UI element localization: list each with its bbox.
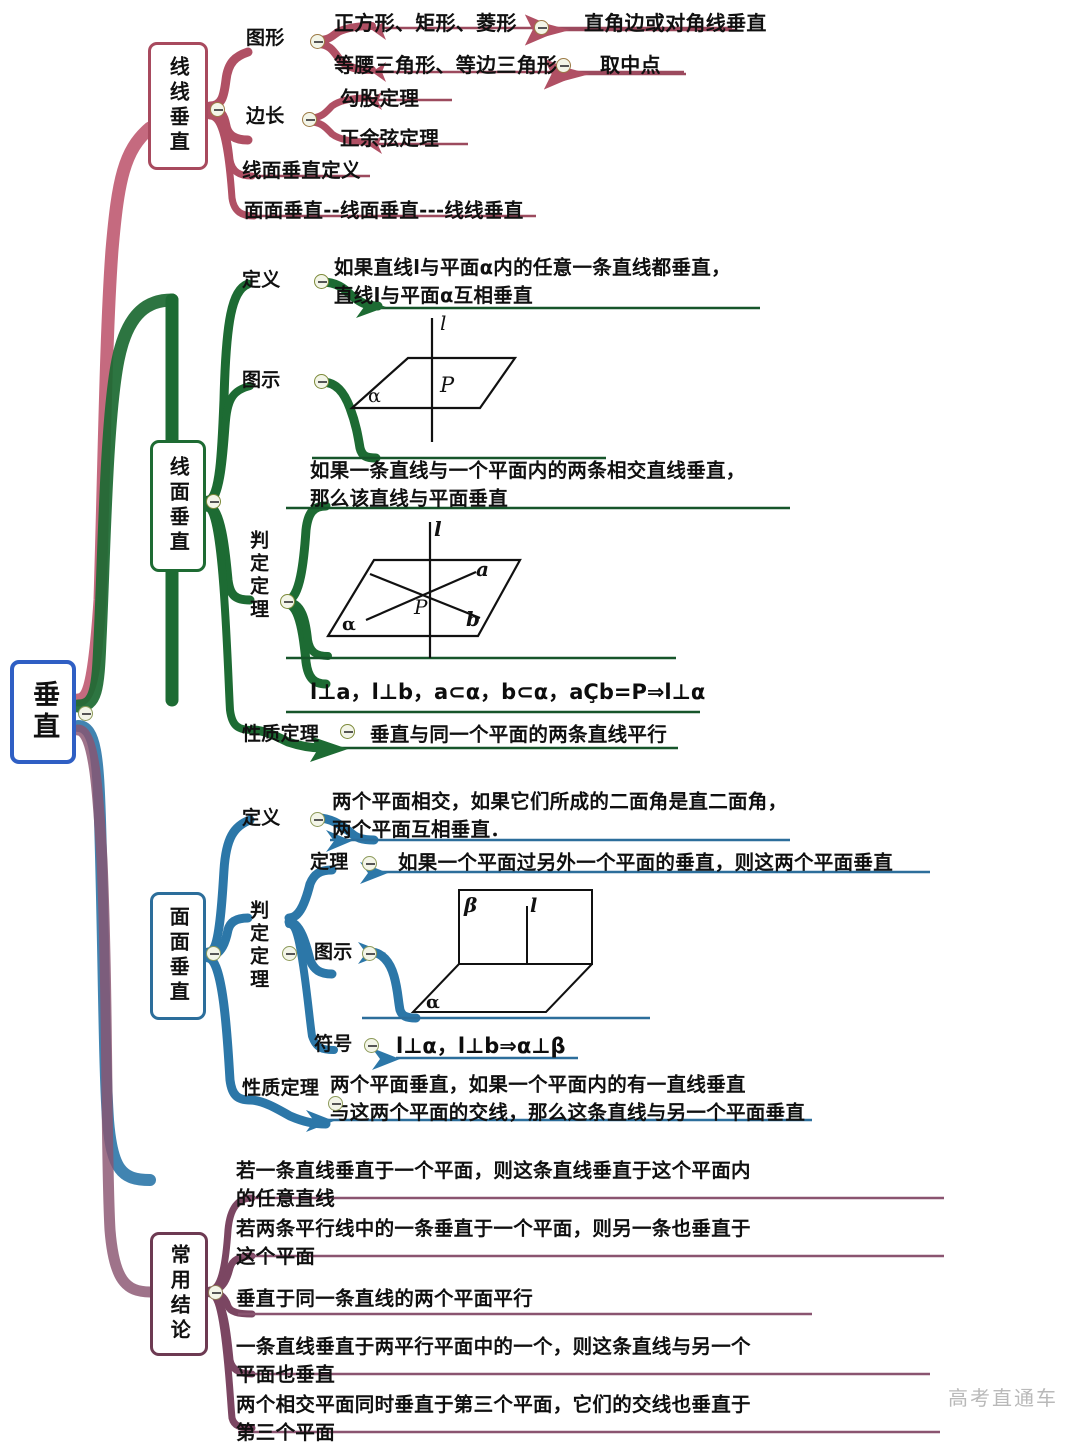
label-shapes[interactable]: 图形 <box>246 27 285 49</box>
text-conclusion-2-line2[interactable]: 这个平面 <box>236 1245 316 1268</box>
collapse-toggle-square-rect-rhombus[interactable] <box>534 20 549 35</box>
figure-plane-with-perpendicular-line: l P α <box>349 312 518 442</box>
branch-node-line-line[interactable]: 线线垂直 <box>148 42 208 170</box>
svg-text:P: P <box>413 595 428 619</box>
collapse-toggle-pp-theorem[interactable] <box>362 856 377 871</box>
svg-text:P: P <box>439 373 455 397</box>
text-lp-property[interactable]: 垂直与同一个平面的两条直线平行 <box>370 723 668 746</box>
collapse-toggle-lp-property[interactable] <box>340 724 355 739</box>
branch-node-label: 面面垂直 <box>166 906 191 1006</box>
svg-text:α: α <box>368 385 381 407</box>
formula-lp-criterion[interactable]: l⊥a，l⊥b，a⊂α，b⊂α，aÇb=P⇒l⊥α <box>310 680 706 704</box>
text-lp-criterion-line2[interactable]: 那么该直线与平面垂直 <box>310 487 509 510</box>
text-conclusion-2-line1[interactable]: 若两条平行线中的一条垂直于一个平面，则另一条也垂直于 <box>236 1217 751 1240</box>
collapse-toggle-pp-property[interactable] <box>328 1096 343 1111</box>
text-lp-definition-line1[interactable]: 如果直线l与平面α内的任意一条直线都垂直， <box>334 256 731 279</box>
text-right-angle-or-diagonal[interactable]: 直角边或对角线垂直 <box>584 11 767 35</box>
formula-pp-symbol[interactable]: l⊥α，l⊥b⇒α⊥β <box>396 1034 566 1058</box>
branch-node-line-plane[interactable]: 线面垂直 <box>150 440 206 572</box>
label-pp-property-line1[interactable]: 性质定理 <box>242 1077 320 1099</box>
watermark: 高考直通车 <box>948 1386 1058 1410</box>
collapse-toggle-shapes[interactable] <box>310 34 325 49</box>
collapse-toggle-isoceles-equilateral[interactable] <box>556 58 571 73</box>
svg-text:β: β <box>463 893 477 917</box>
label-pp-theorem[interactable]: 定理 <box>310 851 349 873</box>
figure-plane-with-two-intersecting-lines: l a b P α <box>326 518 522 658</box>
label-pp-criterion[interactable]: 判定定理 <box>247 900 270 992</box>
root-node[interactable]: 垂直 <box>10 660 76 764</box>
branch-node-common-conclusions[interactable]: 常用结论 <box>150 1232 208 1356</box>
text-sine-cosine-theorem[interactable]: 正余弦定理 <box>340 127 440 150</box>
text-pp-definition-line1[interactable]: 两个平面相交，如果它们所成的二面角是直二面角， <box>332 790 788 813</box>
svg-text:l: l <box>530 895 537 917</box>
text-pp-property-line2[interactable]: 与这两个平面的交线，那么这条直线与另一个平面垂直 <box>330 1101 806 1124</box>
label-pp-definition[interactable]: 定义 <box>242 807 281 829</box>
text-chain-plane-line-line[interactable]: 面面垂直--线面垂直---线线垂直 <box>244 199 524 222</box>
root-node-label: 垂直 <box>28 680 60 744</box>
text-pp-theorem[interactable]: 如果一个平面过另外一个平面的垂直，则这两个平面垂直 <box>398 851 894 874</box>
svg-text:α: α <box>342 614 356 635</box>
label-lp-criterion[interactable]: 判定定理 <box>247 530 270 622</box>
branch-node-plane-plane[interactable]: 面面垂直 <box>150 892 206 1020</box>
collapse-toggle-line-plane[interactable] <box>206 494 221 509</box>
text-conclusion-5-line1[interactable]: 两个相交平面同时垂直于第三个平面，它们的交线也垂直于 <box>236 1393 751 1416</box>
text-pp-definition-line2[interactable]: 两个平面互相垂直． <box>332 818 511 841</box>
text-pp-property-line1[interactable]: 两个平面垂直，如果一个平面内的有一直线垂直 <box>330 1073 746 1096</box>
text-pythagorean-theorem[interactable]: 勾股定理 <box>340 87 420 110</box>
svg-text:α: α <box>426 992 440 1013</box>
label-lp-property[interactable]: 性质定理 <box>242 723 320 745</box>
collapse-toggle-plane-plane[interactable] <box>206 946 221 961</box>
text-conclusion-4-line1[interactable]: 一条直线垂直于两平行平面中的一个，则这条直线与另一个 <box>236 1335 751 1358</box>
text-lp-definition-line2[interactable]: 直线l与平面α互相垂直 <box>334 284 533 307</box>
branch-node-label: 常用结论 <box>167 1244 192 1344</box>
label-side-length[interactable]: 边长 <box>246 105 285 127</box>
collapse-toggle-root[interactable] <box>78 706 93 721</box>
text-line-plane-perp-definition[interactable]: 线面垂直定义 <box>242 159 361 182</box>
collapse-toggle-sides[interactable] <box>302 112 317 127</box>
label-pp-symbol[interactable]: 符号 <box>314 1033 353 1055</box>
svg-text:l: l <box>440 312 446 335</box>
text-take-midpoint[interactable]: 取中点 <box>600 53 661 77</box>
collapse-toggle-pp-definition[interactable] <box>310 812 325 827</box>
text-conclusion-1-line2[interactable]: 的任意直线 <box>236 1187 336 1210</box>
branch-node-label: 线线垂直 <box>166 56 191 156</box>
collapse-toggle-lp-definition[interactable] <box>314 274 329 289</box>
label-lp-definition[interactable]: 定义 <box>242 269 281 291</box>
collapse-toggle-pp-diagram[interactable] <box>362 946 377 961</box>
label-lp-diagram[interactable]: 图示 <box>242 369 281 391</box>
text-square-rect-rhombus[interactable]: 正方形、矩形、菱形 <box>334 11 517 35</box>
figure-dihedral: β l α <box>410 889 593 1013</box>
svg-text:a: a <box>476 557 489 581</box>
text-conclusion-4-line2[interactable]: 平面也垂直 <box>236 1363 336 1386</box>
text-conclusion-1-line1[interactable]: 若一条直线垂直于一个平面，则这条直线垂直于这个平面内 <box>236 1159 751 1182</box>
svg-text:l: l <box>434 518 442 541</box>
collapse-toggle-lp-diagram[interactable] <box>314 374 329 389</box>
collapse-toggle-pp-symbol[interactable] <box>364 1038 379 1053</box>
text-conclusion-3[interactable]: 垂直于同一条直线的两个平面平行 <box>236 1287 534 1310</box>
collapse-toggle-pp-criterion[interactable] <box>282 946 297 961</box>
text-conclusion-5-line2[interactable]: 第三个平面 <box>236 1421 336 1442</box>
collapse-toggle-lp-criterion[interactable] <box>280 594 295 609</box>
branch-node-label: 线面垂直 <box>166 456 191 556</box>
svg-text:b: b <box>466 607 480 631</box>
collapse-toggle-common-conclusions[interactable] <box>208 1285 223 1300</box>
text-lp-criterion-line1[interactable]: 如果一条直线与一个平面内的两条相交直线垂直， <box>310 459 746 482</box>
text-isoceles-equilateral[interactable]: 等腰三角形、等边三角形 <box>334 53 558 77</box>
label-pp-diagram[interactable]: 图示 <box>314 941 353 963</box>
collapse-toggle-line-line[interactable] <box>210 102 225 117</box>
